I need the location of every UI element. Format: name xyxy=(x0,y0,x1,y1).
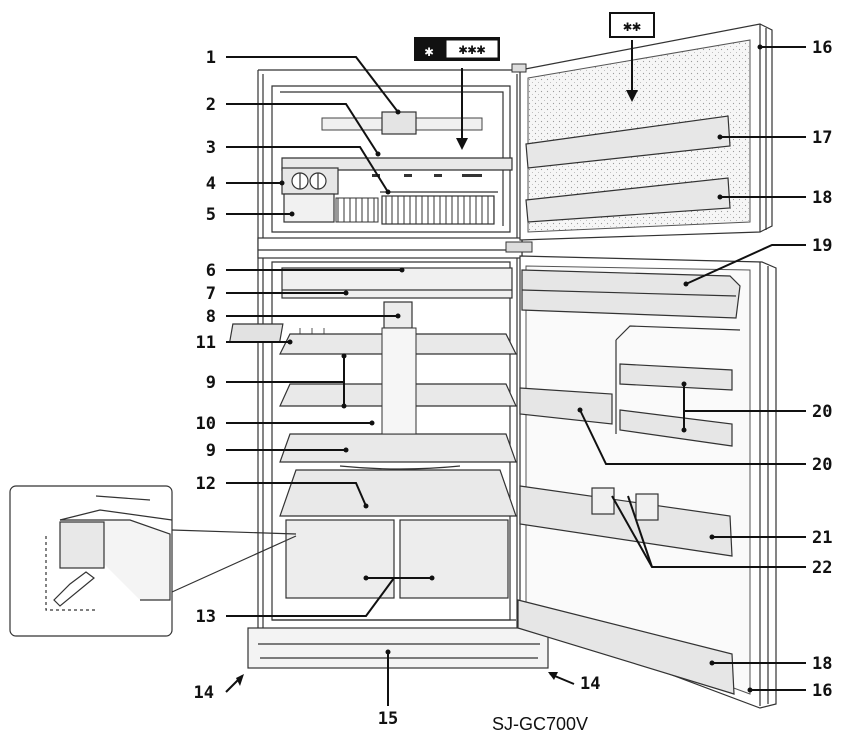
callout-12: 12 xyxy=(196,474,216,494)
snowflake-icon: ✱ xyxy=(424,42,433,60)
callout-18-lower: 18 xyxy=(812,654,832,674)
dairy-compartment xyxy=(521,269,741,319)
callout-18-upper: 18 xyxy=(812,188,832,208)
callout-16-lower: 16 xyxy=(812,681,832,701)
crisper-right xyxy=(399,519,509,599)
callout-14-right: 14 xyxy=(580,674,600,694)
ice-storage-box xyxy=(283,193,335,223)
air-duct xyxy=(381,327,417,435)
freezer-grille-left xyxy=(335,197,379,223)
callout-11: 11 xyxy=(196,333,216,353)
fridge-door xyxy=(517,255,777,709)
door-star-rating-badge: ✱✱ xyxy=(609,12,655,38)
door-pocket-left xyxy=(519,387,613,425)
callout-20-lower: 20 xyxy=(812,455,832,475)
callout-labels: 1 2 3 4 5 6 7 8 11 9 10 9 12 13 14 15 14… xyxy=(194,38,833,729)
callout-9-lower: 9 xyxy=(206,441,216,461)
star-rating-text: ✱✱✱ xyxy=(458,40,485,58)
callout-13: 13 xyxy=(196,607,216,627)
door-pocket-small-upper xyxy=(619,363,733,391)
freezer-door xyxy=(505,23,773,253)
glass-shelf-3 xyxy=(279,433,517,463)
callout-8: 8 xyxy=(206,307,216,327)
inset-crisper-removal xyxy=(9,485,297,637)
callout-15: 15 xyxy=(378,709,398,729)
callout-20-upper: 20 xyxy=(812,402,832,422)
crisper-left xyxy=(285,519,395,599)
leader-lines xyxy=(225,40,806,706)
freezer-star-rating-badge: ✱ ✱✱✱ xyxy=(414,37,500,61)
callout-9-upper: 9 xyxy=(206,373,216,393)
star-rating-text: ✱✱ xyxy=(623,17,641,35)
callout-4: 4 xyxy=(206,174,216,194)
callout-14-left: 14 xyxy=(194,683,214,703)
freezer-door-pocket-upper xyxy=(525,115,731,169)
door-pocket-bottom xyxy=(517,599,735,695)
callout-7: 7 xyxy=(206,284,216,304)
freezer-shelf xyxy=(281,157,513,171)
bottom-cover xyxy=(247,627,549,669)
compartment-divider xyxy=(257,237,523,259)
model-label: SJ-GC700V xyxy=(492,714,588,734)
cabinet xyxy=(228,69,549,669)
callout-16-upper: 16 xyxy=(812,38,832,58)
callout-22: 22 xyxy=(812,558,832,578)
callout-17: 17 xyxy=(812,128,832,148)
freezer-light-cover xyxy=(381,111,417,135)
callout-5: 5 xyxy=(206,205,216,225)
door-pocket-small-lower xyxy=(619,409,733,447)
callout-10: 10 xyxy=(196,414,216,434)
callout-1: 1 xyxy=(206,48,216,68)
freezer-grille xyxy=(381,195,495,225)
arrow-heads xyxy=(236,90,638,686)
callout-21: 21 xyxy=(812,528,832,548)
leader-dots xyxy=(279,44,763,693)
freezer-door-pocket-lower xyxy=(525,177,731,223)
callout-6: 6 xyxy=(206,261,216,281)
callout-3: 3 xyxy=(206,138,216,158)
crisper-cover xyxy=(279,469,517,517)
callout-19: 19 xyxy=(812,236,832,256)
callout-2: 2 xyxy=(206,95,216,115)
bottle-holders xyxy=(591,487,659,521)
